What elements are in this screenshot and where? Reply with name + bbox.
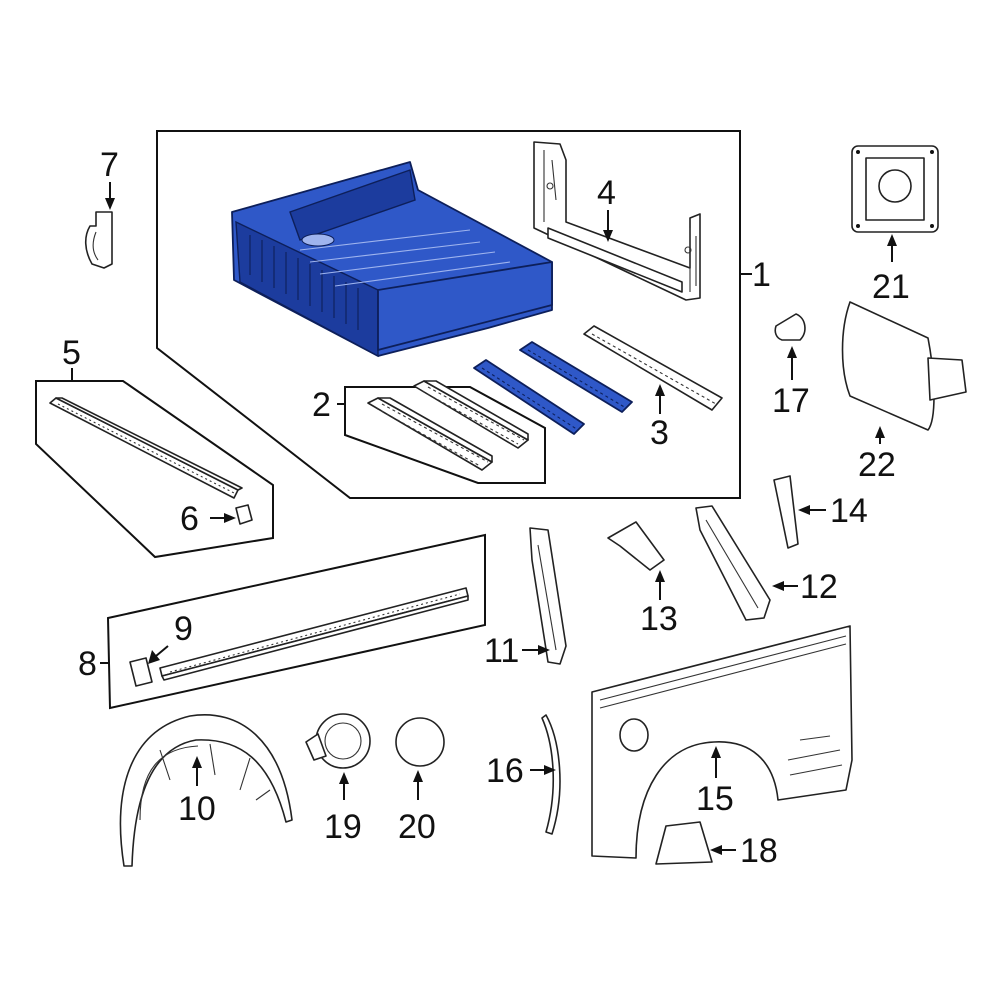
callout-7: 7: [100, 146, 119, 184]
fuel-door-housing-part[interactable]: [305, 713, 371, 769]
bed-rail-part[interactable]: [159, 587, 469, 681]
callout-15: 15: [696, 780, 734, 818]
filler-strip-part[interactable]: [773, 475, 799, 549]
callout-18: 18: [740, 832, 778, 870]
callout-19: 19: [324, 808, 362, 846]
callout-13: 13: [640, 600, 678, 638]
wheelhouse-liner-part[interactable]: [119, 714, 293, 867]
floor-crossmember-blue-2[interactable]: [519, 341, 633, 413]
rail-end-cap-part[interactable]: [129, 657, 153, 687]
patch-panel-part[interactable]: [655, 821, 713, 865]
callout-10: 10: [178, 790, 216, 828]
rubber-bumper-part[interactable]: [774, 313, 806, 341]
callout-20: 20: [398, 808, 436, 846]
callout-14: 14: [830, 492, 868, 530]
callout-22: 22: [858, 446, 896, 484]
callout-9: 9: [174, 610, 193, 648]
fuel-door-part[interactable]: [395, 717, 445, 767]
bed-pillar-part[interactable]: [529, 527, 567, 665]
bed-front-frame-part[interactable]: [533, 141, 701, 301]
group-box-crossmembers: [344, 386, 546, 484]
wheel-opening-molding-part[interactable]: [541, 714, 561, 835]
callout-17: 17: [772, 382, 810, 420]
callout-16: 16: [486, 752, 524, 790]
callout-5: 5: [62, 334, 81, 372]
group-box-side-rail: [35, 380, 274, 559]
callout-21: 21: [872, 268, 910, 306]
callout-1: 1: [752, 256, 771, 294]
side-rail-part[interactable]: [49, 397, 243, 499]
group-box-bed-assembly: [156, 130, 741, 499]
group-box-bed-rail: [106, 533, 486, 710]
pickup-bed-part[interactable]: [231, 161, 553, 358]
callout-2: 2: [312, 386, 331, 424]
floor-crossmember-blue-1[interactable]: [473, 359, 585, 435]
callout-6: 6: [180, 500, 199, 538]
floor-crossmember-white[interactable]: [583, 325, 723, 411]
corner-bracket-part[interactable]: [695, 505, 771, 621]
bed-side-panel-part[interactable]: [591, 625, 853, 859]
leader-lines: [71, 182, 897, 855]
callout-labels: 1 2 3 4 5 6 7 8 9 10 11 12 13 14 15 16 1…: [62, 146, 910, 870]
crossmember-left-part[interactable]: [367, 397, 493, 471]
storage-door-part[interactable]: [841, 301, 967, 431]
callout-8: 8: [78, 645, 97, 683]
rail-clip-part[interactable]: [235, 504, 253, 525]
callout-4: 4: [597, 174, 616, 212]
power-outlet-part[interactable]: [851, 145, 939, 233]
callout-11: 11: [484, 632, 519, 670]
callout-12: 12: [800, 568, 838, 606]
crossmember-right-part[interactable]: [413, 380, 529, 449]
tie-down-hook-part[interactable]: [84, 211, 113, 269]
mount-bracket-part[interactable]: [607, 521, 665, 571]
callout-3: 3: [650, 414, 669, 452]
